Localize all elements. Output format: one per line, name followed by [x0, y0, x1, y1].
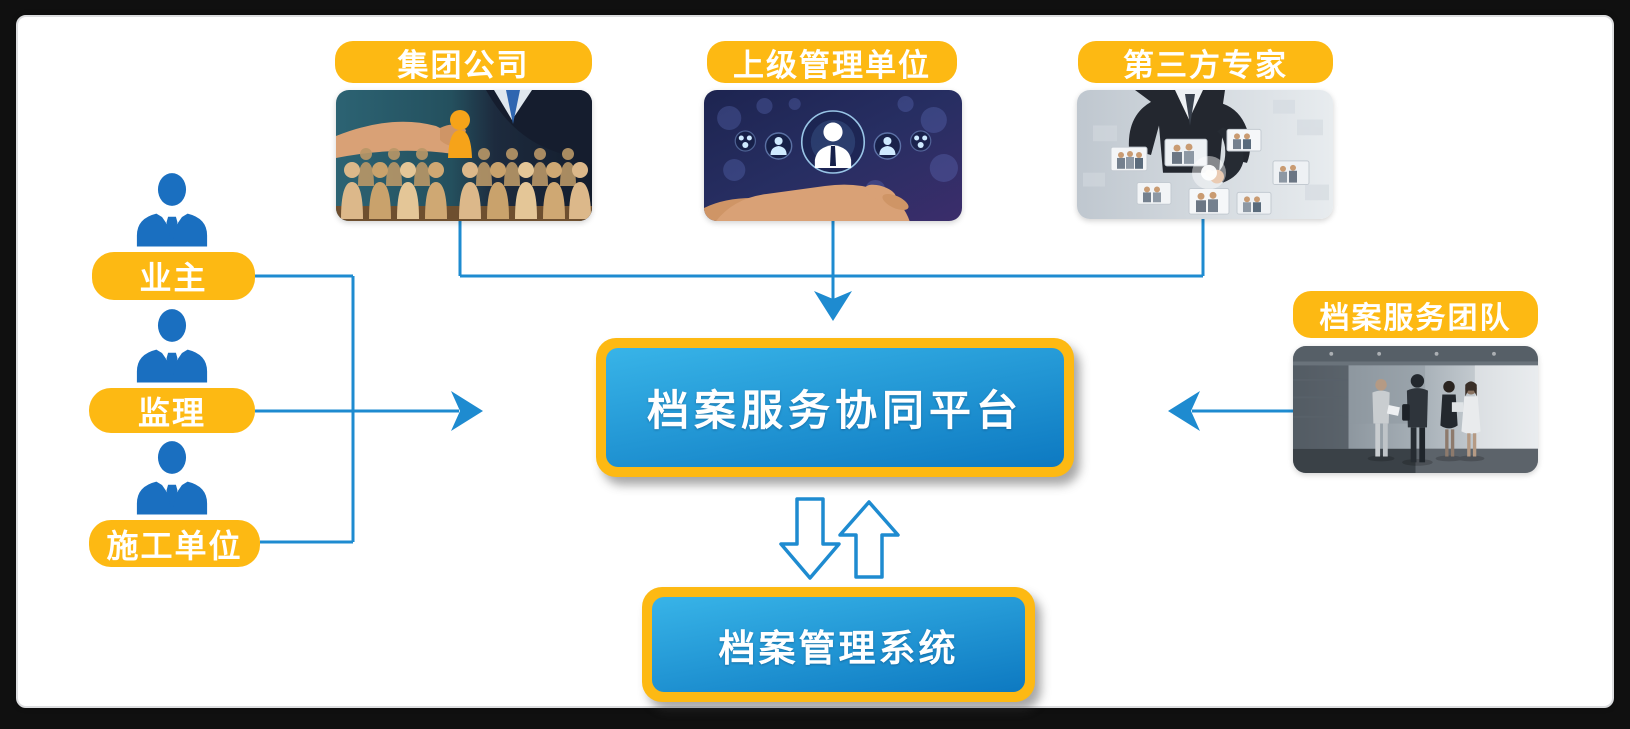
supervisor-person-icon [132, 306, 212, 384]
label-owner: 业主 [92, 252, 255, 300]
label-construction-unit: 施工单位 [89, 520, 260, 567]
system-box: 档案管理系统 [642, 587, 1035, 702]
owner-person-icon [132, 170, 212, 248]
platform-box-label: 档案服务协同平台 [606, 348, 1064, 467]
label-supervisor: 监理 [89, 388, 255, 433]
platform-box: 档案服务协同平台 [596, 338, 1074, 477]
label-archive-team: 档案服务团队 [1293, 291, 1538, 338]
superior-unit-photo [704, 90, 962, 221]
construction-person-icon [132, 438, 212, 516]
label-third-party-experts: 第三方专家 [1078, 41, 1333, 83]
archive-team-photo [1293, 346, 1538, 473]
third-party-experts-photo [1077, 90, 1333, 219]
label-superior-unit: 上级管理单位 [707, 41, 957, 83]
system-box-label: 档案管理系统 [652, 597, 1025, 692]
label-group-company: 集团公司 [335, 41, 592, 83]
group-company-photo [336, 90, 592, 221]
